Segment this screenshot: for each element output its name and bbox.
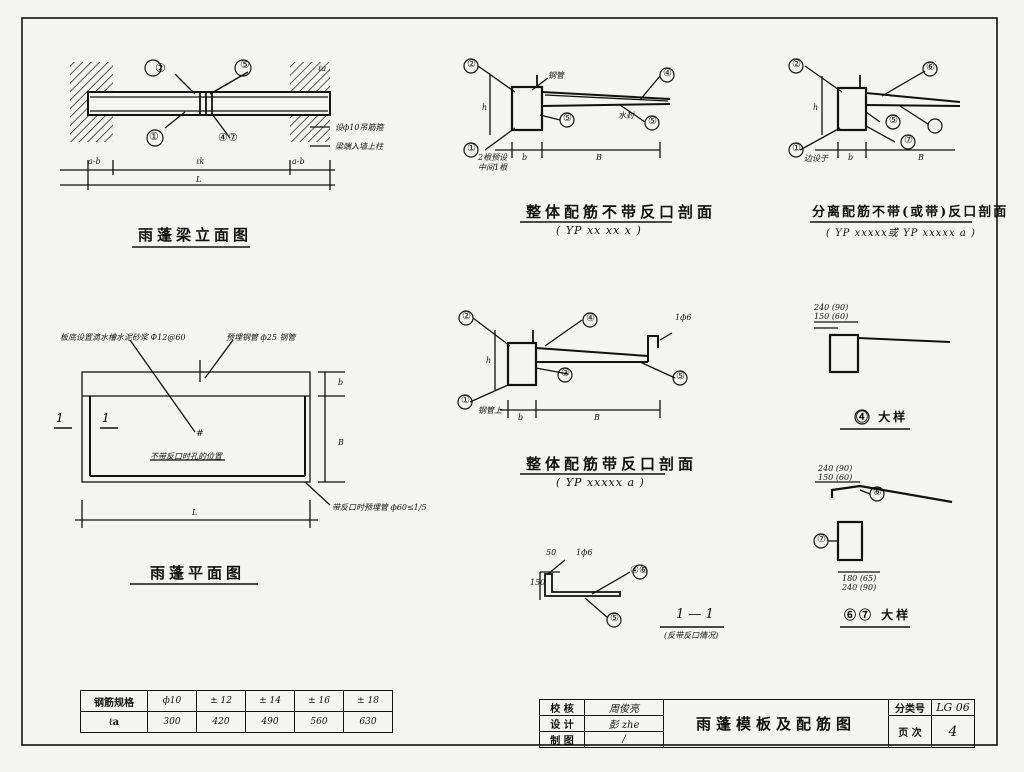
anchorage-length-cell: 490 <box>245 711 295 733</box>
rebar-spec-cell: ± 16 <box>294 690 344 712</box>
dim-ab-right: a-b <box>292 157 305 166</box>
svg-text:#: # <box>196 429 204 439</box>
code-section-separate: ( YP xxxxx或 YP xxxxx a ) <box>826 228 976 239</box>
callout-1: ① <box>149 130 159 143</box>
rebar-spec-cell: ± 18 <box>343 690 393 712</box>
code-section-integral-no-lip: ( YP xx xx x ) <box>556 224 642 237</box>
plan-drawing <box>75 339 345 528</box>
role-drafter: 制 图 <box>539 731 585 748</box>
title-detail-67: ⑥⑦ 大样 <box>844 608 912 622</box>
signature-drafter: / <box>584 731 664 748</box>
role-designer: 设 计 <box>539 715 585 732</box>
note-drip-groove: 板底设置滴水槽水泥砂浆 Ф12@60 <box>60 333 186 342</box>
dim-la: ℓa <box>318 64 327 73</box>
anchorage-length-cell: 560 <box>294 711 344 733</box>
rebar-spec-header: 钢筋规格 <box>80 690 148 712</box>
signature-checker: 周俊亮 <box>584 699 664 716</box>
anchorage-length-cell: 630 <box>343 711 393 733</box>
title-section-1-1: 1 — 1 <box>676 607 714 622</box>
rebar-spec-cell: ф10 <box>147 690 197 712</box>
callout-47: ④⑦ <box>218 131 238 144</box>
section-separate-drawing <box>799 65 961 158</box>
note-steel-pipe: 钢管 <box>548 71 564 80</box>
title-beam-elevation: 雨蓬梁立面图 <box>138 226 253 244</box>
dim-ab-left: a-b <box>88 157 101 166</box>
note-embedded-pipe: 预埋钢管 ф25 钢管 <box>226 333 296 342</box>
note-hole-position: 不带反口时孔的位置 <box>150 452 222 461</box>
callout-5: ⑤ <box>240 58 250 71</box>
drawing-title: 雨蓬模板及配筋图 <box>663 699 889 748</box>
title-plan: 雨蓬平面图 <box>150 564 246 582</box>
section-1-1-drawing <box>539 559 724 628</box>
note-beam-end: 梁端入墙上柱 <box>335 142 383 151</box>
title-section-integral-lip: 整体配筋带反口剖面 <box>526 455 698 473</box>
page-value: 4 <box>931 715 975 748</box>
section-mark-right: 1 <box>102 411 110 425</box>
note-stirrup: 设ф10吊筋箍 <box>335 123 384 132</box>
table-row: 钢筋规格 ф10 ± 12 ± 14 ± 16 ± 18 <box>80 690 393 712</box>
code-section-integral-lip: ( YP xxxxx a ) <box>556 476 645 489</box>
table-row: ℓa 300 420 490 560 630 <box>80 711 393 733</box>
anchorage-length-cell: 300 <box>147 711 197 733</box>
section-integral-no-lip-drawing <box>477 65 671 158</box>
title-detail-4: ④ 大样 <box>856 410 909 424</box>
anchorage-length-header: ℓa <box>80 711 148 733</box>
page-label: 页 次 <box>888 715 932 748</box>
title-section-separate: 分离配筋不带(或带)反口剖面 <box>812 205 1009 220</box>
rebar-spec-cell: ± 12 <box>196 690 246 712</box>
note-lip-pipe: 带反口时预埋管 ф60≤1/5 <box>332 503 427 512</box>
rebar-spec-cell: ± 14 <box>245 690 295 712</box>
rebar-anchorage-table: 钢筋规格 ф10 ± 12 ± 14 ± 16 ± 18 ℓa 300 420 … <box>80 690 393 733</box>
beam-elevation-callout: ② <box>155 61 166 75</box>
beam-elevation-drawing <box>60 62 335 190</box>
detail-4-drawing <box>814 321 951 374</box>
role-checker: 校 核 <box>539 699 585 716</box>
section-mark-left: 1 <box>56 411 64 425</box>
subtitle-section-1-1: (反带反口情况) <box>664 631 719 640</box>
title-block: 校 核 周俊亮 雨蓬模板及配筋图 分类号 LG 06 设 计 彭 zhe 页 次… <box>539 699 975 748</box>
dim-L: L <box>196 175 202 184</box>
dim-lk: ℓk <box>196 157 205 166</box>
detail-67-drawing <box>815 481 953 573</box>
anchorage-length-cell: 420 <box>196 711 246 733</box>
signature-designer: 彭 zhe <box>584 715 664 732</box>
note-water-seal: 水封 <box>618 111 634 120</box>
sheet-border <box>21 17 998 746</box>
category-label: 分类号 <box>888 699 932 716</box>
section-integral-lip-drawing <box>469 317 676 418</box>
title-section-integral-no-lip: 整体配筋不带反口剖面 <box>526 203 717 221</box>
category-value: LG 06 <box>931 699 975 716</box>
